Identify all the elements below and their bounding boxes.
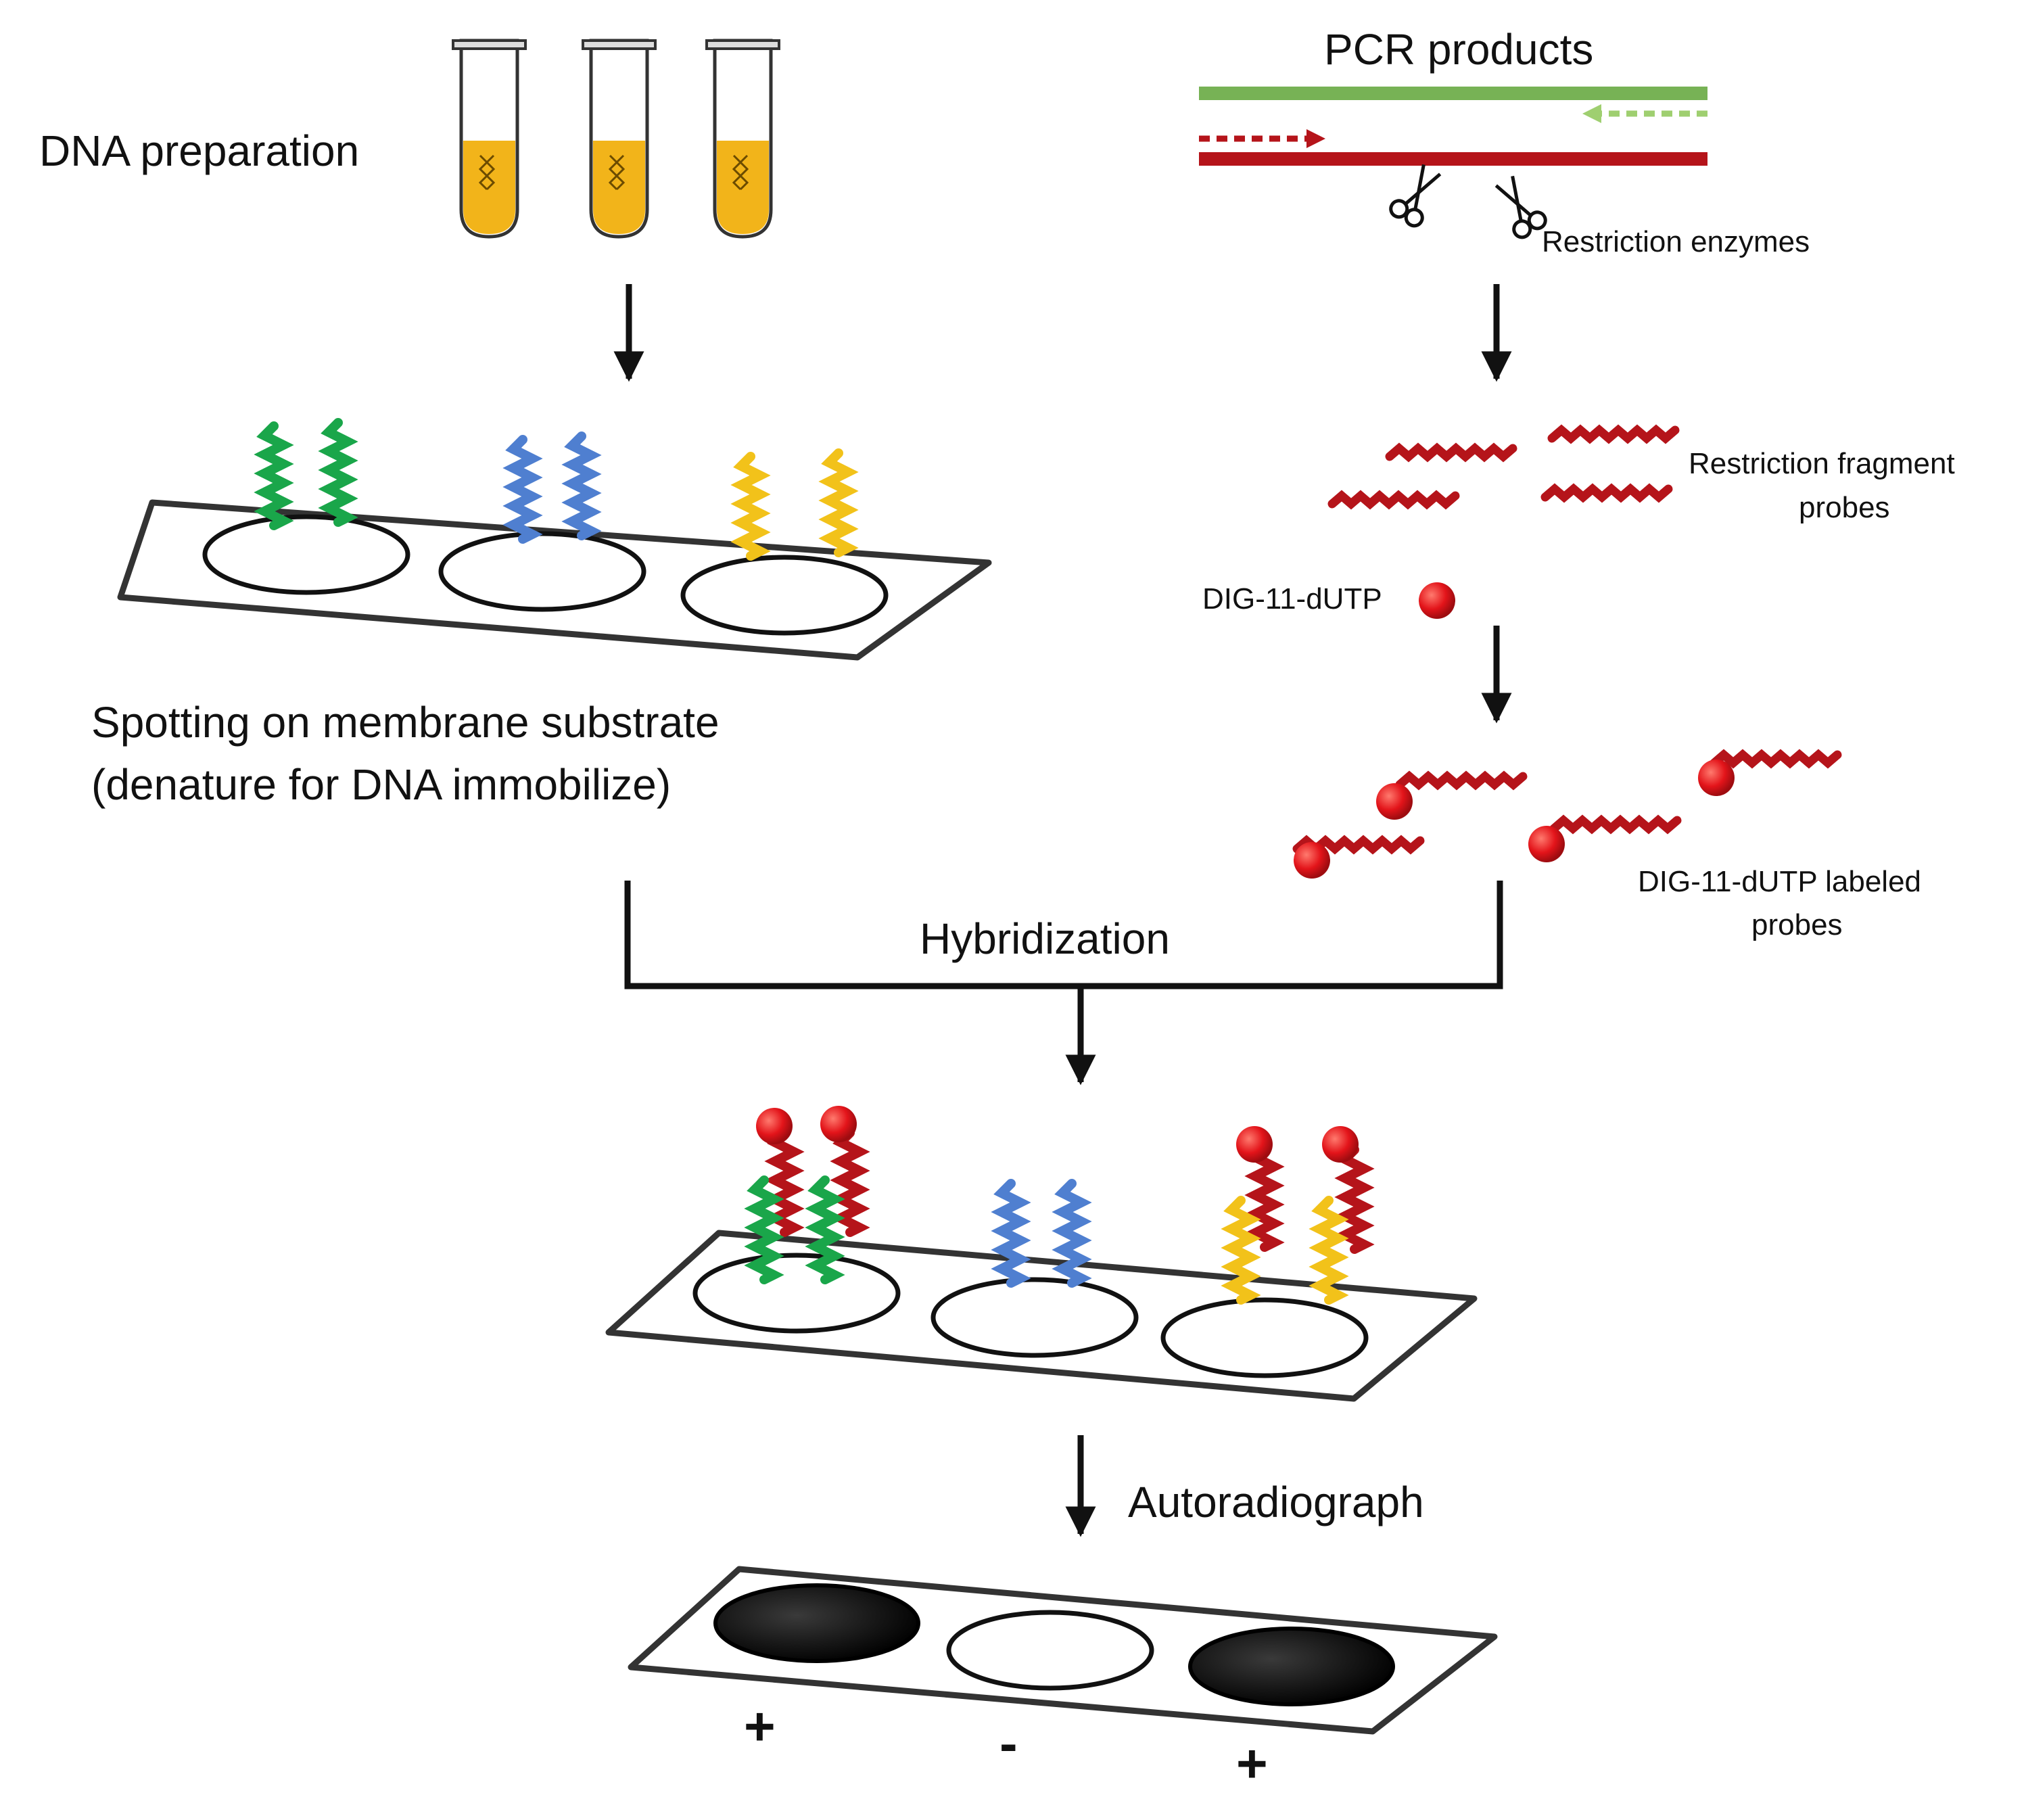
- result-sign-2: -: [999, 1713, 1018, 1773]
- labeled-probe: [1294, 841, 1420, 879]
- restriction-fragment-label-line2: probes: [1799, 491, 1890, 524]
- dna-preparation-label: DNA preparation: [39, 126, 359, 175]
- membrane-strip-spotted: [117, 423, 992, 661]
- membrane-spot: [930, 1277, 1139, 1358]
- restriction-fragment: [1332, 496, 1455, 504]
- sample-tube: [582, 39, 657, 239]
- hybridization-label: Hybridization: [920, 914, 1170, 963]
- spotting-label-line1: Spotting on membrane substrate: [91, 698, 720, 747]
- blue-dna-strand: [513, 440, 532, 539]
- restriction-fragment: [1552, 430, 1675, 438]
- autoradiograph-label: Autoradiograph: [1128, 1478, 1424, 1526]
- membrane-spot: [692, 1253, 901, 1334]
- restriction-fragment-label-line1: Restriction fragment: [1689, 447, 1955, 480]
- dig-bead: [1322, 1126, 1359, 1163]
- dig-bead: [756, 1108, 793, 1144]
- membrane-strip-hybridized: [605, 1106, 1478, 1402]
- hybridization-bracket: [624, 881, 1503, 989]
- yellow-dna-strand: [829, 453, 848, 553]
- yellow-dna-strand: [741, 457, 760, 556]
- scissors-icon: [1494, 175, 1547, 239]
- spotting-label-line2: (denature for DNA immobilize): [91, 760, 671, 809]
- negative-result-spot: [946, 1610, 1154, 1691]
- pcr-products-label: PCR products: [1324, 25, 1593, 74]
- labeled-probes-label-line1: DIG-11-dUTP labeled: [1638, 865, 1921, 898]
- membrane-spot: [202, 514, 410, 595]
- dig-bead: [1419, 582, 1455, 619]
- green-dna-strand: [329, 423, 348, 522]
- sample-tube: [705, 39, 780, 239]
- hybridized-probe-strand: [1345, 1150, 1364, 1249]
- restriction-fragment: [1390, 448, 1513, 457]
- dig-bead: [820, 1106, 857, 1142]
- result-sign-1: +: [744, 1696, 776, 1756]
- scissors-icon: [1389, 164, 1442, 228]
- membrane-spot: [1160, 1297, 1369, 1378]
- dig-reagent-label: DIG-11-dUTP: [1202, 582, 1382, 615]
- membrane-spot: [438, 531, 646, 612]
- labeled-probe: [1376, 776, 1523, 820]
- positive-result-spot: [713, 1583, 920, 1663]
- sample-tube: [452, 39, 527, 239]
- membrane-spot: [680, 555, 889, 636]
- membrane-strip-result: [628, 1566, 1498, 1735]
- forward-primer-arrowhead: [1306, 129, 1325, 148]
- hybridized-probe-strand: [1255, 1148, 1274, 1247]
- restriction-fragment: [1545, 489, 1668, 497]
- blue-dna-strand: [572, 436, 591, 536]
- labeled-probe: [1528, 820, 1677, 862]
- dig-bead: [1236, 1126, 1273, 1163]
- reverse-primer-arrowhead: [1582, 104, 1601, 123]
- labeled-probes-label-line2: probes: [1751, 908, 1843, 941]
- result-sign-3: +: [1236, 1733, 1268, 1794]
- restriction-enzymes-label: Restriction enzymes: [1542, 225, 1810, 258]
- labeled-probe: [1698, 755, 1837, 796]
- positive-result-spot: [1188, 1627, 1395, 1706]
